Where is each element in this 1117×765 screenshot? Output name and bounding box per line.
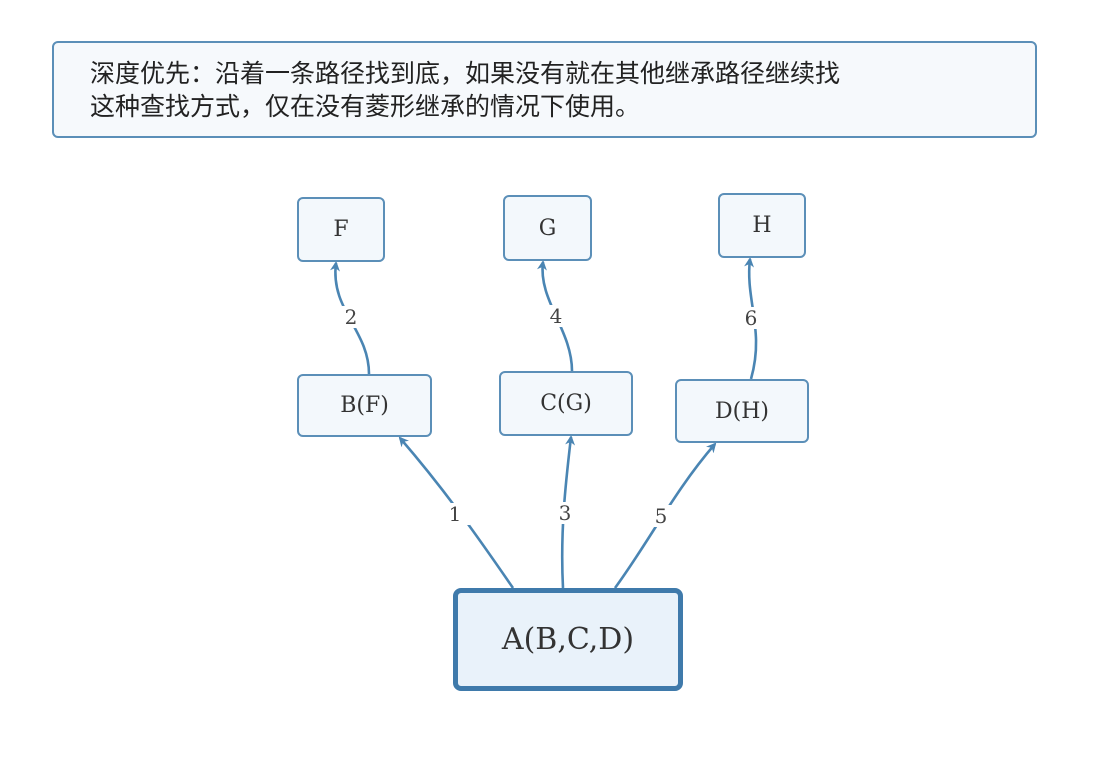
node-c: C(G) bbox=[499, 371, 633, 436]
node-d: D(H) bbox=[675, 379, 809, 443]
note-line-2: 这种查找方式，仅在没有菱形继承的情况下使用。 bbox=[90, 92, 641, 121]
node-b: B(F) bbox=[297, 374, 432, 437]
node-g: G bbox=[503, 195, 592, 261]
edge-label-6: 6 bbox=[736, 307, 766, 329]
node-h: H bbox=[718, 193, 806, 258]
node-a: A(B,C,D) bbox=[453, 588, 683, 691]
edge-label-2: 2 bbox=[336, 306, 366, 328]
note-line-1: 深度优先：沿着一条路径找到底，如果没有就在其他继承路径继续找 bbox=[90, 59, 841, 88]
edge-label-3: 3 bbox=[550, 502, 580, 524]
edge-label-1: 1 bbox=[440, 503, 470, 525]
edge-label-4: 4 bbox=[541, 305, 571, 327]
edge-label-5: 5 bbox=[646, 505, 676, 527]
node-f: F bbox=[297, 197, 385, 262]
description-note: 深度优先：沿着一条路径找到底，如果没有就在其他继承路径继续找 这种查找方式，仅在… bbox=[52, 41, 1037, 138]
